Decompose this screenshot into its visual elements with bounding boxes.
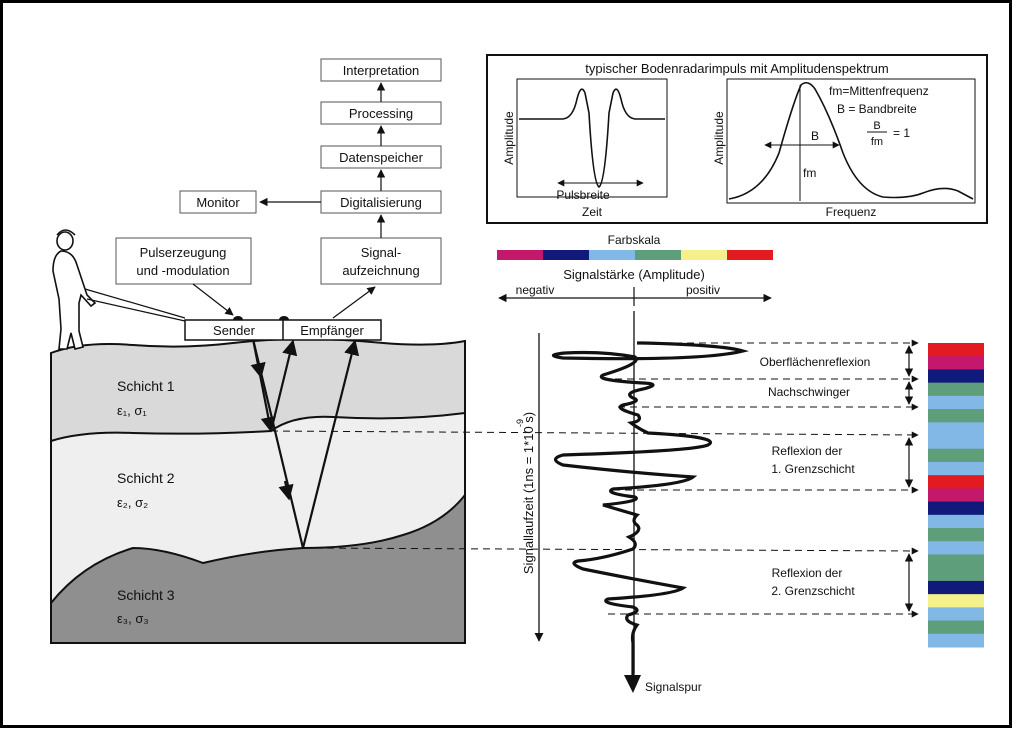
signal-label-2: aufzeichnung [342, 263, 419, 278]
dashed-guides [270, 339, 919, 618]
zeit-label: Zeit [582, 205, 603, 219]
colorbar-segment [928, 356, 984, 370]
frequenz-label: Frequenz [826, 205, 877, 219]
colorbar-segment [928, 488, 984, 503]
ground-outline [50, 338, 466, 644]
farbskala-title: Farbskala [608, 233, 661, 247]
pulserzeugung-box [115, 237, 252, 285]
positiv-label: positiv [686, 283, 720, 297]
colorbar-segment [928, 501, 984, 516]
right-amplitude-label: Amplitude [712, 111, 726, 165]
colorbar-segment [928, 580, 984, 595]
colorbar-segment [928, 343, 984, 357]
ground-section: Schicht 1 ε₁, σ₁ Schicht 2 ε₂, σ₂ Schich… [50, 338, 466, 644]
pulse-inset: typischer Bodenradarimpuls mit Amplitude… [486, 54, 988, 224]
colorbar-segment [928, 554, 984, 569]
diagram-canvas: Schicht 1 ε₁, σ₁ Schicht 2 ε₂, σ₂ Schich… [50, 54, 988, 694]
signalaufzeichnung-box [320, 237, 442, 285]
pulse-waveform [519, 88, 665, 188]
flow-labels: Interpretation Processing Datenspeicher … [136, 63, 423, 278]
ratio-val: = 1 [893, 126, 910, 140]
farbskala-swatch [589, 250, 635, 260]
interpretation-label: Interpretation [343, 63, 420, 78]
monitor-label: Monitor [196, 195, 240, 210]
layer-1-name: Schicht 1 [117, 378, 175, 394]
signal-trace-section: Signallaufzeit (1ns = 1*10 s) -9 Signals… [270, 311, 984, 694]
farbskala-swatch [635, 250, 681, 260]
colorbar-segment [928, 475, 984, 489]
colorbar-segment [928, 633, 984, 648]
radargram-colorbar [928, 343, 984, 648]
flow-arrows [192, 82, 386, 319]
signal-label-1: Signal- [361, 245, 401, 260]
boundary-2-line [50, 494, 466, 604]
pulserzeugung-label-1: Pulserzeugung [140, 245, 227, 260]
colorbar-segment [928, 409, 984, 423]
negativ-label: negativ [516, 283, 555, 297]
operator-figure [52, 229, 186, 350]
colorbar-segment [928, 448, 984, 463]
signalspur-label: Signalspur [645, 680, 702, 694]
colorbar-segment [928, 422, 984, 437]
time-axis-exp: -9 [515, 419, 525, 427]
datenspeicher-label: Datenspeicher [339, 150, 423, 165]
layer-2-params: ε₂, σ₂ [117, 495, 148, 510]
r1-line2: 1. Grenzschicht [771, 462, 855, 476]
empfaenger-label: Empfänger [300, 323, 364, 338]
farbskala: Farbskala Signalstärke (Amplitude) negat… [497, 233, 773, 306]
monitor-box [179, 190, 257, 214]
nachschwinger-label: Nachschwinger [768, 385, 850, 399]
colorbar-segment [928, 567, 984, 582]
layer-1-area [51, 339, 465, 441]
oberflaechen-label: Oberflächenreflexion [760, 355, 871, 369]
colorbar-segment [928, 620, 984, 635]
signal-waveform [551, 341, 750, 679]
colorbar-segment [928, 541, 984, 555]
b-mark: B [811, 129, 819, 143]
fm-mark: fm [803, 166, 816, 180]
colorbar-segment [928, 607, 984, 622]
flow-chart [115, 58, 442, 285]
colorbar-segment [928, 594, 984, 608]
antenna-unit: Sender Empfänger [184, 316, 382, 341]
layer-3-name: Schicht 3 [117, 587, 175, 603]
fm-legend: fm=Mittenfrequenz [829, 84, 929, 98]
farbskala-bar [497, 250, 773, 260]
colorbar-segment [928, 369, 984, 384]
time-axis-label: Signallaufzeit (1ns = 1*10 s) [521, 412, 536, 574]
r2-line1: Reflexion der [772, 566, 843, 580]
colorbar-segment [928, 382, 984, 397]
colorbar-segment [928, 435, 984, 450]
r1-line1: Reflexion der [772, 444, 843, 458]
ratio-den: fm [871, 136, 883, 148]
colorbar-segment [928, 395, 984, 410]
layer-2-name: Schicht 2 [117, 470, 175, 486]
b-legend: B = Bandbreite [837, 102, 917, 116]
farbskala-swatch [681, 250, 727, 260]
processing-label: Processing [349, 106, 413, 121]
farbskala-swatch [543, 250, 589, 260]
colorbar-segment [928, 514, 984, 529]
amplitude-axis-title: Signalstärke (Amplitude) [563, 267, 705, 282]
pulserzeugung-label-2: und -modulation [136, 263, 229, 278]
layer-2-area [51, 413, 465, 603]
colorbar-segment [928, 528, 984, 542]
layer-3-area [51, 495, 465, 643]
pulsbreite-label: Pulsbreite [556, 188, 610, 202]
inset-title: typischer Bodenradarimpuls mit Amplitude… [585, 61, 888, 76]
layer-1-params: ε₁, σ₁ [117, 403, 147, 418]
ray-paths [250, 338, 360, 549]
colorbar-segment [928, 461, 984, 476]
farbskala-swatch [497, 250, 543, 260]
r2-line2: 2. Grenzschicht [771, 584, 855, 598]
layer-3-params: ε₃, σ₃ [117, 611, 149, 626]
interpretation-box [320, 58, 442, 82]
farbskala-swatch [727, 250, 773, 260]
sender-label: Sender [213, 323, 256, 338]
digitalisierung-label: Digitalisierung [340, 195, 422, 210]
left-amplitude-label: Amplitude [502, 111, 516, 165]
ratio-num: B [873, 120, 880, 132]
